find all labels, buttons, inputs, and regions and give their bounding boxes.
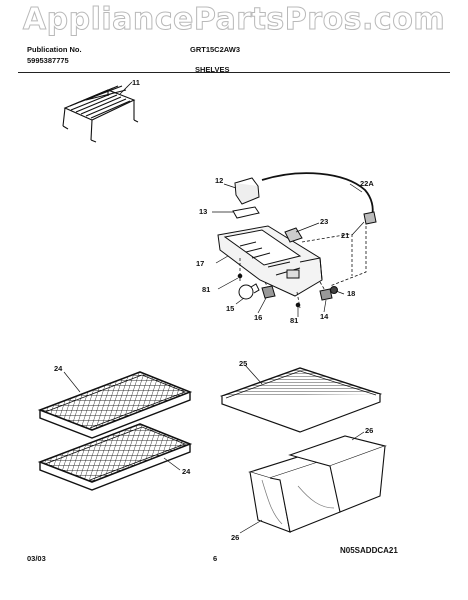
publication-number: 5995387775 (27, 56, 69, 65)
callout-22a: 22A (360, 179, 374, 188)
footer-date: 03/03 (27, 554, 46, 563)
callout-15: 15 (226, 304, 234, 313)
callout-26-right: 26 (365, 426, 373, 435)
footer-page-number: 6 (213, 554, 218, 563)
wire-rack-small (62, 81, 139, 143)
watermark: AppliancePartsPros.com (22, 2, 446, 38)
callout-23: 23 (320, 217, 328, 226)
crisper-drawers (248, 435, 387, 533)
callout-12: 12 (215, 176, 223, 185)
glass-shelf (219, 367, 383, 433)
callout-17: 17 (196, 259, 204, 268)
publication-label: Publication No. (27, 45, 82, 54)
callout-24-lower: 24 (182, 467, 191, 476)
leader-lines (63, 183, 365, 534)
control-housing-assembly (217, 172, 377, 309)
callout-24-upper: 24 (54, 364, 63, 373)
callout-21: 21 (341, 231, 349, 240)
section-title: SHELVES (195, 65, 230, 74)
callout-25: 25 (239, 359, 247, 368)
header-rule (18, 72, 450, 73)
callout-13: 13 (199, 207, 207, 216)
callout-14: 14 (320, 312, 329, 321)
model-number: GRT15C2AW3 (190, 45, 241, 54)
callout-16: 16 (254, 313, 262, 322)
wire-shelf-upper (37, 371, 193, 439)
callout-81-left: 81 (202, 285, 210, 294)
footer-diagram-code: N05SADDCA21 (340, 546, 398, 555)
callout-18: 18 (347, 289, 355, 298)
wire-shelf-lower (37, 423, 193, 491)
callout-81-right: 81 (290, 316, 298, 325)
callout-26-left: 26 (231, 533, 239, 542)
callout-11: 11 (132, 78, 140, 87)
